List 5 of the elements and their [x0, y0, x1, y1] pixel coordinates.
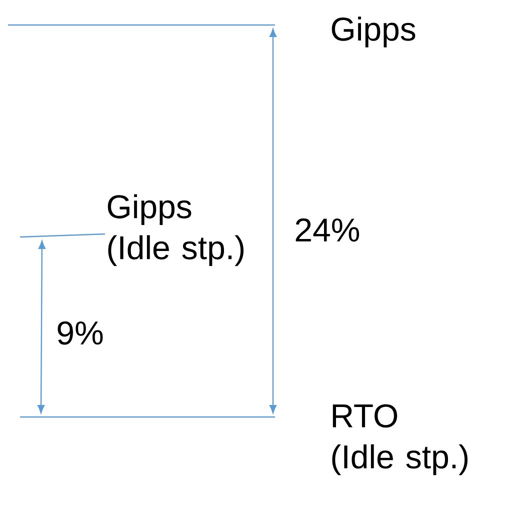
text-label: Gipps — [332, 16, 416, 48]
text-label: RTO (Idle stp.) — [332, 404, 468, 476]
text-label: 24% — [296, 218, 360, 242]
text-label: Gipps (Idle stp.) — [108, 194, 244, 266]
text-label: 9% — [58, 321, 103, 345]
